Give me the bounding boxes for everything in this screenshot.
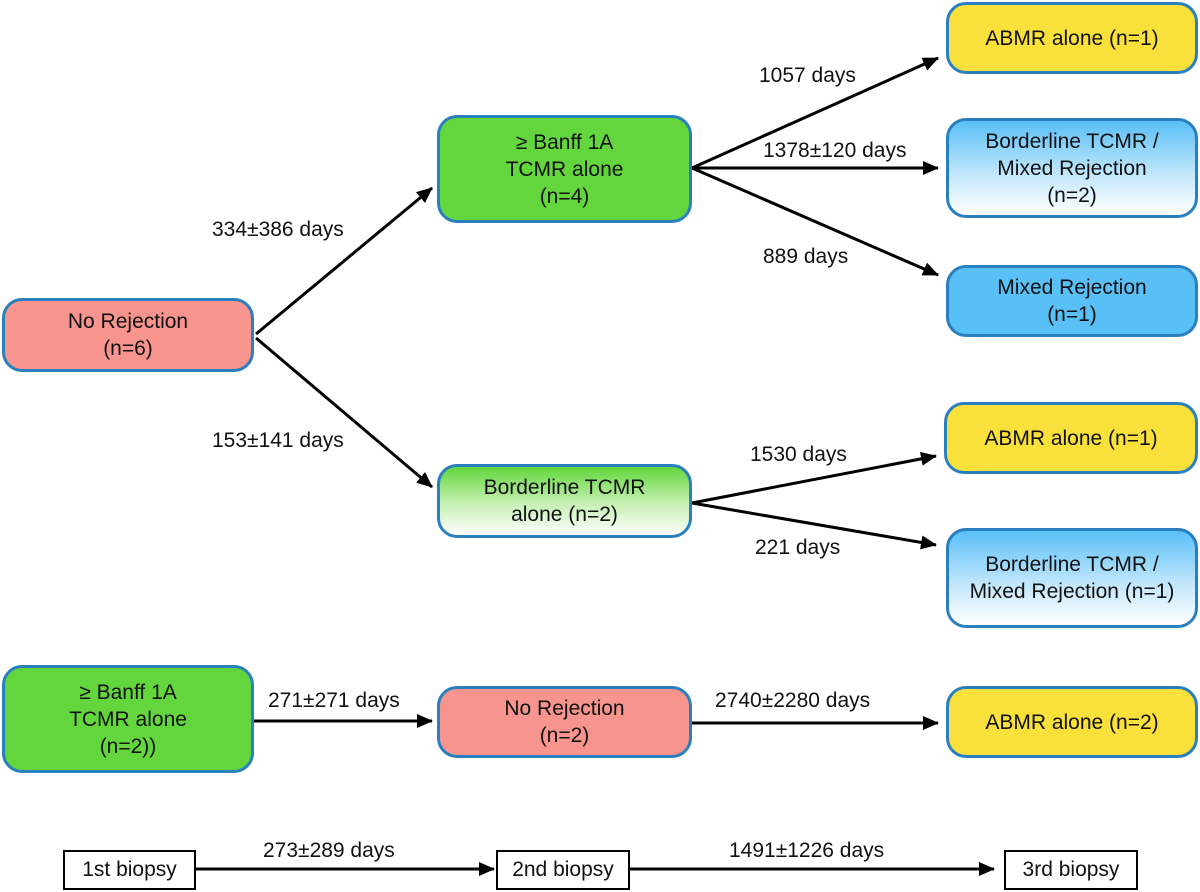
node-no-rejection-n6: No Rejection (n=6)	[2, 298, 254, 372]
arrow-no-rejection-to-borderline	[255, 336, 433, 489]
node-line: No Rejection	[67, 310, 189, 333]
edge-label-271: 271±271 days	[268, 689, 400, 712]
timeline-interval-2: 1491±1226 days	[729, 839, 885, 862]
node-banff-tcmr-n4: ≥ Banff 1A TCMR alone (n=4)	[437, 115, 692, 223]
node-line: ≥ Banff 1A	[515, 130, 614, 154]
node-line: No Rejection	[504, 697, 625, 720]
node-borderline-mixed-n1: Borderline TCMR / Mixed Rejection (n=1)	[946, 528, 1198, 628]
node-line: (n=2)	[1047, 183, 1097, 207]
node-abmr-alone-n2: ABMR alone (n=2)	[946, 686, 1198, 758]
node-banff-tcmr-n2: ≥ Banff 1A TCMR alone (n=2))	[2, 665, 254, 773]
node-line: ABMR alone (n=1)	[984, 426, 1158, 450]
node-line: ABMR alone (n=2)	[985, 710, 1159, 734]
node-line: Borderline TCMR /	[985, 553, 1159, 576]
node-line: Mixed Rejection (n=1)	[969, 580, 1175, 603]
edge-label-2740: 2740±2280 days	[715, 689, 871, 712]
node-line: (n=2)	[539, 724, 590, 747]
edge-label-1057: 1057 days	[759, 64, 856, 87]
node-line: (n=1)	[1047, 303, 1097, 326]
node-abmr-alone-n1-top: ABMR alone (n=1)	[946, 2, 1198, 74]
node-line: (n=2))	[99, 734, 157, 758]
node-line: Borderline TCMR	[483, 476, 646, 499]
timeline-stage-2nd-biopsy: 2nd biopsy	[496, 850, 630, 890]
edge-label-1378: 1378±120 days	[763, 139, 907, 162]
edge-label-1530: 1530 days	[750, 443, 847, 466]
arrow-borderline-to-borderline-mixed	[691, 501, 937, 550]
node-line: alone (n=2)	[511, 503, 618, 526]
arrow-no-rejection-to-banff	[255, 186, 433, 336]
node-borderline-tcmr-n2: Borderline TCMR alone (n=2)	[437, 464, 692, 538]
arrow-borderline-to-abmr	[691, 451, 937, 505]
node-line: Mixed Rejection	[997, 156, 1147, 180]
node-line: (n=4)	[539, 184, 590, 208]
timeline-interval-1: 273±289 days	[263, 839, 395, 862]
node-mixed-rejection-n1: Mixed Rejection (n=1)	[946, 265, 1198, 337]
node-borderline-mixed-n2: Borderline TCMR / Mixed Rejection (n=2)	[946, 118, 1198, 218]
timeline-stage-1st-biopsy: 1st biopsy	[63, 850, 196, 890]
arrow-banff-to-mixed	[691, 166, 939, 277]
node-line: Borderline TCMR /	[985, 129, 1159, 153]
node-line: ABMR alone (n=1)	[985, 26, 1159, 50]
node-abmr-alone-n1-middle: ABMR alone (n=1)	[944, 402, 1198, 474]
edge-label-153: 153±141 days	[212, 429, 344, 452]
edge-label-221: 221 days	[755, 536, 841, 559]
arrow-banff-to-abmr	[691, 56, 939, 170]
node-line: TCMR alone	[505, 157, 624, 181]
timeline-stage-3rd-biopsy: 3rd biopsy	[1004, 850, 1138, 890]
node-line: (n=6)	[103, 337, 153, 360]
node-line: TCMR alone	[69, 707, 187, 731]
edge-label-334: 334±386 days	[212, 218, 344, 241]
node-line: Mixed Rejection	[997, 276, 1147, 299]
node-line: ≥ Banff 1A	[79, 680, 177, 704]
node-no-rejection-n2: No Rejection (n=2)	[437, 686, 692, 758]
edge-label-889: 889 days	[763, 245, 849, 268]
